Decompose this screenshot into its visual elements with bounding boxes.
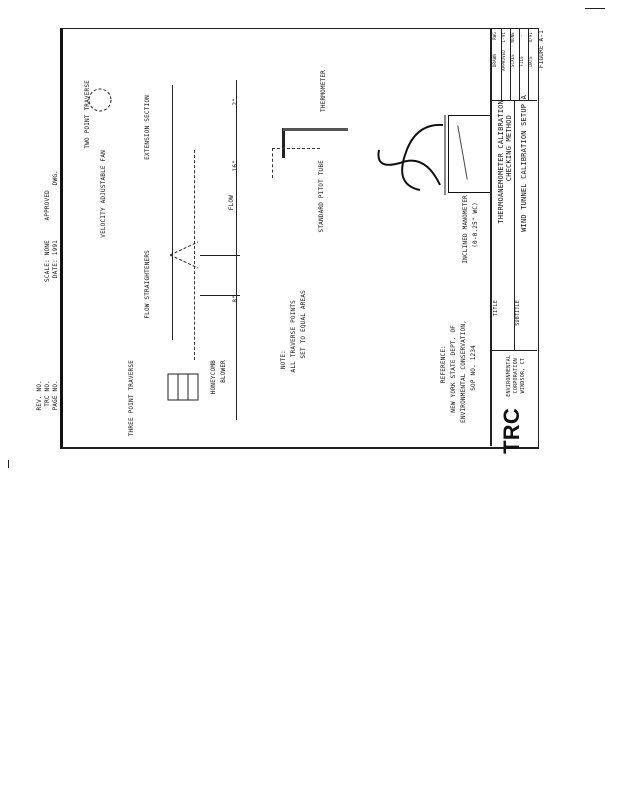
fan-cone-icon	[169, 241, 199, 269]
reference-line-3: SOP NO. 1234	[470, 345, 477, 391]
title-label: TITLE	[493, 300, 499, 317]
title-line-2: CHECKING METHOD	[505, 115, 513, 182]
label-blower: BLOWER	[220, 360, 227, 383]
field-date-value: 4/91	[528, 32, 533, 43]
reference-line-2: ENVIRONMENTAL CONSERVATION,	[460, 320, 467, 423]
label-thermometer: THERMOMETER	[320, 70, 327, 112]
label-honeycomb: HONEYCOMB	[210, 360, 217, 395]
manometer-box	[448, 115, 491, 193]
label-manometer-sub: (0-0.25" WC)	[472, 202, 479, 248]
thermometer-icon	[283, 128, 348, 131]
scan-mark	[8, 460, 9, 468]
three-point-grid-icon	[167, 373, 199, 401]
field-file-value: -	[519, 34, 524, 37]
label-fan-note: VELOCITY ADJUSTABLE FAN	[100, 150, 107, 238]
title-line-1: THERMOANEMOMETER CALIBRATION	[497, 100, 505, 224]
label-manometer: INCLINED MANOMETER	[462, 195, 469, 264]
label-three-point: THREE POINT TRAVERSE	[128, 360, 135, 437]
reference-title: REFERENCE:	[440, 345, 447, 384]
field-drawn-label: DRAWN	[492, 54, 497, 68]
label-pitot: STANDARD PITOT TUBE	[318, 160, 325, 233]
field-approved-value: 1-91	[501, 32, 506, 43]
field-file-label: FILE	[519, 56, 524, 67]
note-line-2: SET TO EQUAL AREAS	[300, 290, 307, 359]
field-date-label: DATE	[528, 56, 533, 67]
drawing-frame	[60, 28, 539, 449]
field-approved-label: APPROVED	[501, 50, 506, 71]
traverse-circle-icon	[88, 88, 112, 112]
note-title: NOTE:	[280, 350, 287, 370]
title-block	[490, 28, 537, 446]
subtitle-label: SUBTITLE	[515, 300, 521, 326]
subtitle: WIND TUNNEL CALIBRATION SETUP A	[520, 95, 528, 232]
trc-logo: TRC	[499, 408, 524, 454]
field-scale-label: SCALE	[510, 54, 515, 68]
note-line-1: ALL TRAVERSE POINTS	[290, 300, 297, 373]
figure-number: FIGURE A-1	[538, 30, 545, 69]
label-flow-straighteners: FLOW STRAIGHTENERS	[144, 250, 151, 319]
label-extension-section: EXTENSION SECTION	[144, 95, 151, 160]
manometer-tubing-icon	[377, 115, 446, 195]
field-drawn-value: RWG	[492, 32, 497, 40]
reference-line-1: NEW YORK STATE DEPT. OF	[450, 325, 457, 413]
company-line-3: WINDSOR, CT	[520, 358, 526, 394]
field-scale-value: NONE	[510, 32, 515, 43]
scan-mark	[585, 8, 605, 9]
label-flow: FLOW	[228, 195, 235, 211]
